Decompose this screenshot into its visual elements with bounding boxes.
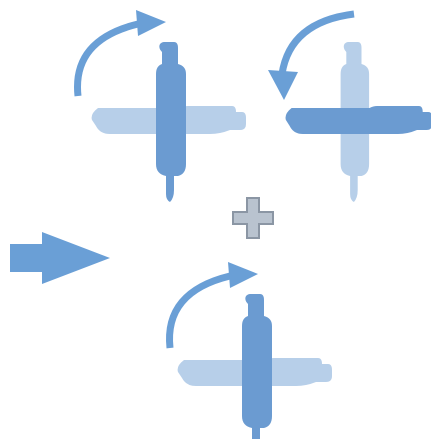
rotation-group-bottom-center [166, 262, 332, 439]
right-arrow-icon [10, 232, 110, 284]
cross-shaped-part-icon [285, 42, 431, 202]
plus-sign-icon [232, 197, 274, 239]
cross-shaped-part-icon [177, 294, 332, 439]
curved-rotation-arrow-icon [74, 10, 166, 97]
rotation-group-top-right [268, 10, 431, 202]
curved-rotation-arrow-icon [166, 262, 258, 349]
curved-rotation-arrow-icon [268, 10, 355, 100]
rotation-group-top-left [74, 10, 246, 202]
cross-shaped-part-icon [91, 42, 246, 202]
